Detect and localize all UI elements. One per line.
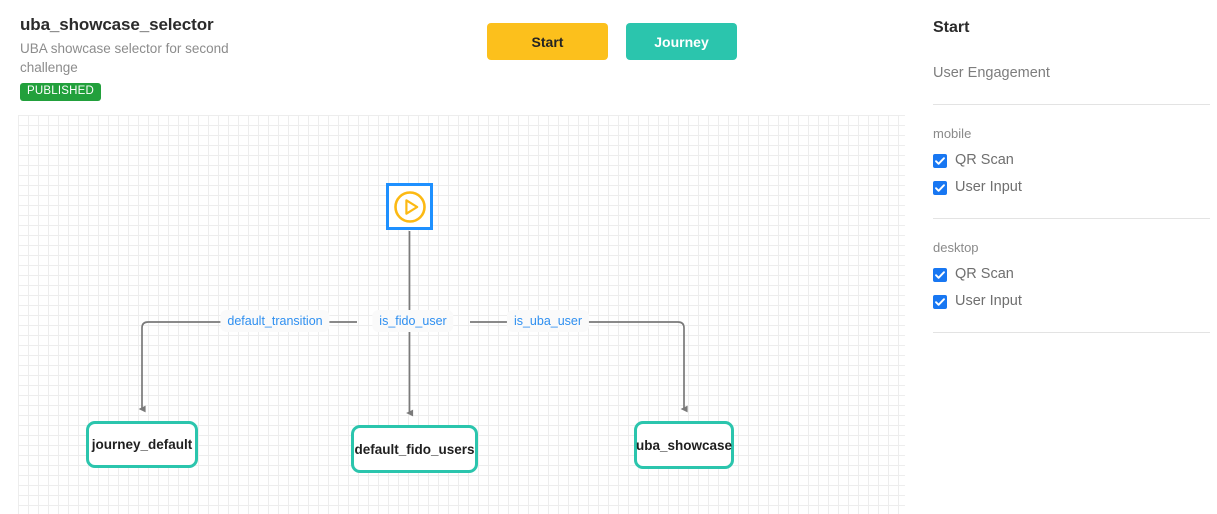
node-journey-default[interactable]: journey_default	[86, 421, 198, 468]
divider	[933, 104, 1210, 105]
group-label-mobile: mobile	[933, 126, 972, 141]
checkbox-icon[interactable]	[933, 267, 947, 282]
flow-description: UBA showcase selector for second challen…	[20, 41, 229, 75]
node-default-fido-users[interactable]: default_fido_users	[351, 425, 478, 473]
divider	[933, 218, 1210, 219]
group-label-desktop: desktop	[933, 240, 979, 255]
node-label: journey_default	[91, 437, 193, 452]
start-button[interactable]: Start	[487, 23, 608, 60]
checkbox-row-mobile-user-input[interactable]: User Input	[933, 178, 1217, 197]
page-title: uba_showcase_selector	[20, 15, 214, 34]
play-icon	[393, 190, 426, 223]
checkbox-label: QR Scan	[955, 266, 1014, 282]
node-label: uba_showcase	[635, 437, 733, 453]
toolbar: Start Journey	[487, 23, 737, 60]
panel-title: Start	[933, 19, 970, 36]
journey-button[interactable]: Journey	[626, 23, 737, 60]
checkbox-row-desktop-user-input[interactable]: User Input	[933, 292, 1217, 311]
checkbox-row-desktop-qr-scan[interactable]: QR Scan	[933, 265, 1217, 284]
divider	[933, 332, 1210, 333]
checkbox-icon[interactable]	[933, 294, 947, 309]
status-badge: PUBLISHED	[20, 83, 101, 101]
checkbox-label: QR Scan	[955, 152, 1014, 168]
edge-label-default-transition[interactable]: default_transition	[220, 310, 330, 332]
flow-canvas[interactable]: journey_default default_fido_users uba_s…	[18, 115, 905, 514]
checkbox-label: User Input	[955, 293, 1022, 309]
flow-header: uba_showcase_selector UBA showcase selec…	[20, 14, 320, 101]
node-start[interactable]	[386, 183, 433, 230]
properties-panel: Start User Engagement mobile QR Scan Use…	[933, 0, 1217, 514]
panel-subtitle: User Engagement	[933, 65, 1050, 81]
checkbox-icon[interactable]	[933, 180, 947, 195]
checkbox-icon[interactable]	[933, 153, 947, 168]
checkbox-label: User Input	[955, 179, 1022, 195]
node-uba-showcase[interactable]: uba_showcase	[634, 421, 734, 469]
edge-label-is-uba-user[interactable]: is_uba_user	[506, 310, 590, 332]
edge-label-is-fido-user[interactable]: is_fido_user	[372, 310, 454, 332]
node-label: default_fido_users	[354, 441, 475, 457]
checkbox-row-mobile-qr-scan[interactable]: QR Scan	[933, 151, 1217, 170]
flow-edges	[138, 231, 688, 417]
edge-default-transition	[138, 321, 357, 413]
edge-is-uba-user	[470, 321, 688, 413]
